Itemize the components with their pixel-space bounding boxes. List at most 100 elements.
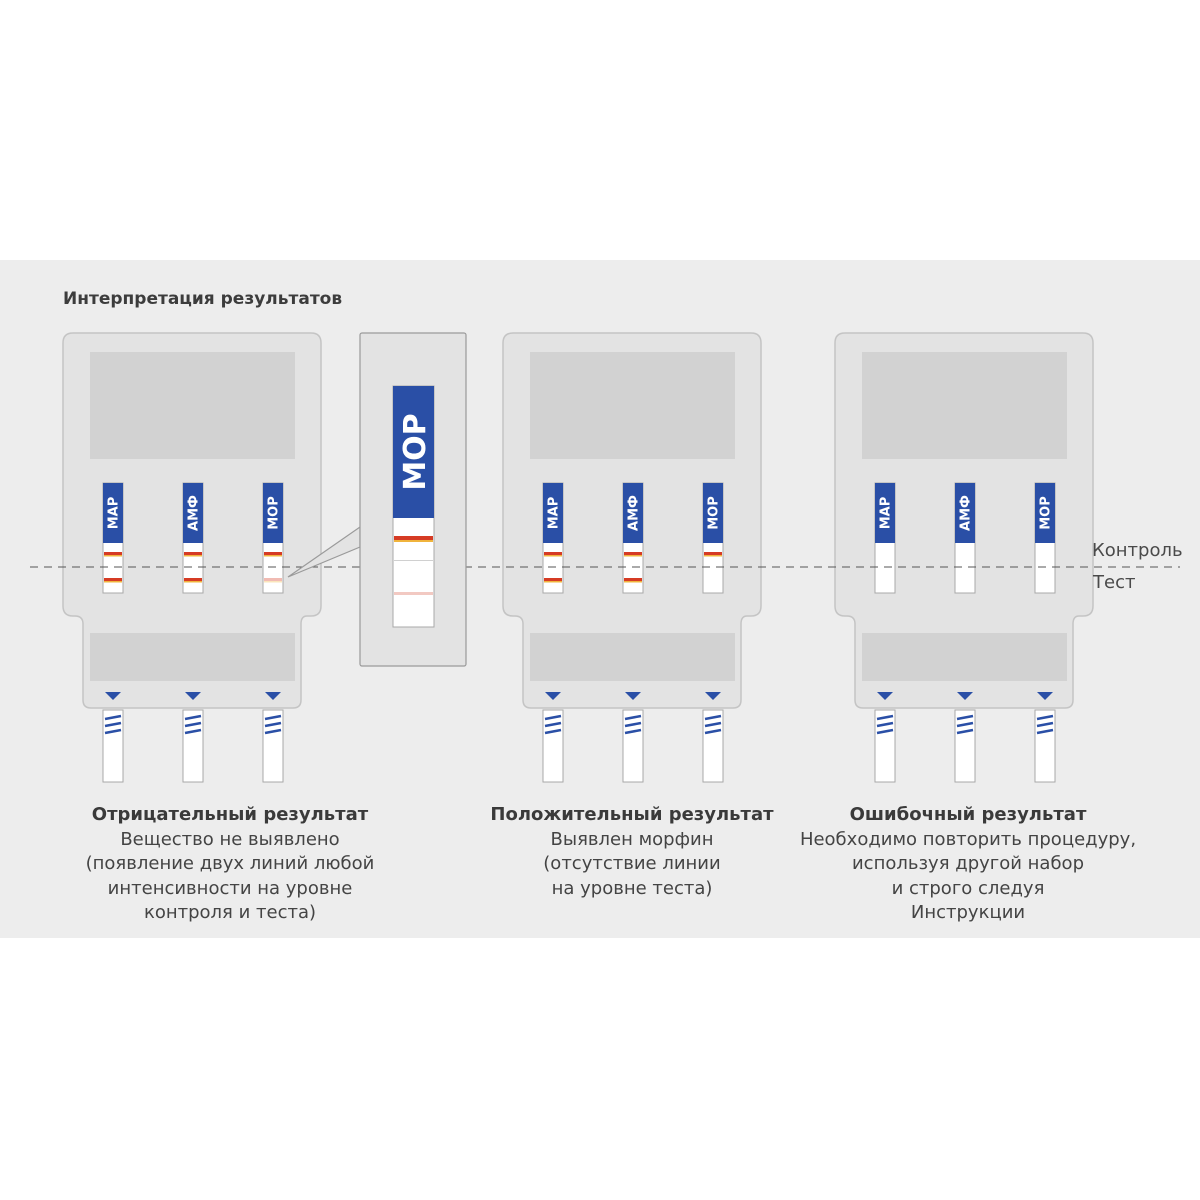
test-line (624, 578, 642, 581)
test-line (104, 578, 122, 581)
test-strip-1: АМФ (182, 482, 204, 783)
wick-stripe (624, 714, 642, 721)
test-line (264, 578, 282, 581)
test-strip-0: МАР (542, 482, 564, 783)
control-line-edge (624, 555, 642, 557)
strip-label: АМФ (959, 495, 974, 531)
magnified-label-bg (393, 386, 434, 518)
caption-heading: Положительный результат (490, 804, 774, 825)
strip-wick (874, 709, 896, 783)
control-line (704, 552, 722, 555)
magnified-divider (394, 560, 433, 561)
test-line (184, 578, 202, 581)
caption-line: на уровне теста) (551, 877, 713, 899)
strip-wick (182, 709, 204, 783)
wick-stripe (264, 714, 282, 721)
sample-arrow-icon (265, 692, 281, 700)
wick-stripe (1036, 721, 1054, 728)
test-strip-0: МАР (874, 482, 896, 783)
strip-label-bg (103, 483, 123, 543)
wick-stripe (264, 728, 282, 735)
test-line-edge (184, 581, 202, 583)
wick-stripe (544, 714, 562, 721)
sample-arrow-icon (705, 692, 721, 700)
magnified-strip: МОР (287, 332, 467, 667)
caption-line: (отсутствие линии (543, 853, 721, 874)
strip-wick (622, 709, 644, 783)
strip-wick (102, 709, 124, 783)
test-strip-2: МОР (1034, 482, 1056, 783)
sample-area (90, 633, 295, 681)
wick-stripe (876, 728, 894, 735)
label-area (862, 352, 1067, 459)
label-area (90, 352, 295, 459)
control-line-edge (704, 555, 722, 557)
strip-label-bg (1035, 483, 1055, 543)
strip-label: МАР (107, 497, 122, 530)
test-line-edge (624, 581, 642, 583)
diagram-title: Интерпретация результатов (63, 289, 343, 309)
control-line (184, 552, 202, 555)
control-line (624, 552, 642, 555)
test-line-edge (104, 581, 122, 583)
wick-stripe (624, 721, 642, 728)
strip-wick (702, 709, 724, 783)
control-line-edge (104, 555, 122, 557)
test-cassette-positive: МАР АМФ МОР (502, 332, 762, 783)
strip-label-bg (263, 483, 283, 543)
label-area (530, 352, 735, 459)
strip-label: МОР (1039, 496, 1054, 530)
wick-stripe (876, 714, 894, 721)
wick-stripe (956, 721, 974, 728)
test-strip-0: МАР (102, 482, 124, 783)
caption-line: Выявлен морфин (550, 828, 714, 850)
caption-line: используя другой набор (851, 853, 1084, 874)
control-line-edge (184, 555, 202, 557)
strip-label: АМФ (627, 495, 642, 531)
caption-invalid: Ошибочный результат Необходимо повторить… (768, 803, 1168, 926)
wick-stripe (544, 728, 562, 735)
strip-label-bg (875, 483, 895, 543)
wick-stripe (1036, 728, 1054, 735)
caption-line: Необходимо повторить процедуру, (799, 828, 1137, 850)
control-line-edge (264, 555, 282, 557)
sample-arrow-icon (877, 692, 893, 700)
sample-arrow-icon (1037, 692, 1053, 700)
strip-label-bg (623, 483, 643, 543)
wick-stripe (956, 714, 974, 721)
test-strip-1: АМФ (622, 482, 644, 783)
strip-label: МАР (547, 497, 562, 530)
sample-arrow-icon (625, 692, 641, 700)
test-cassette-invalid: МАР АМФ МОР (834, 332, 1094, 783)
caption-heading: Отрицательный результат (91, 804, 369, 825)
test-strip-2: МОР (702, 482, 724, 783)
sample-arrow-icon (957, 692, 973, 700)
strip-label-bg (703, 483, 723, 543)
strip-label: АМФ (187, 495, 202, 531)
magnified-test-line (394, 592, 433, 595)
strip-label: МОР (707, 496, 722, 530)
strip-label-bg (955, 483, 975, 543)
wick-stripe (104, 728, 122, 735)
caption-line: (появление двух линий любой (85, 853, 375, 874)
caption-positive: Положительный результат Выявлен морфин (… (452, 803, 812, 901)
caption-negative: Отрицательный результат Вещество не выяв… (40, 803, 420, 926)
magnified-label: МОР (398, 413, 433, 490)
control-line (104, 552, 122, 555)
control-line (264, 552, 282, 555)
strip-label-bg (183, 483, 203, 543)
sample-area (530, 633, 735, 681)
test-line-edge (544, 581, 562, 583)
wick-stripe (544, 721, 562, 728)
control-line-edge (544, 555, 562, 557)
wick-stripe (704, 721, 722, 728)
strip-label: МАР (879, 497, 894, 530)
test-strip-2: МОР (262, 482, 284, 783)
test-line (544, 578, 562, 581)
wick-stripe (104, 714, 122, 721)
caption-line: Вещество не выявлено (120, 828, 340, 850)
test-line-edge (264, 581, 282, 583)
wick-stripe (264, 721, 282, 728)
caption-line: интенсивности на уровне (107, 877, 353, 899)
